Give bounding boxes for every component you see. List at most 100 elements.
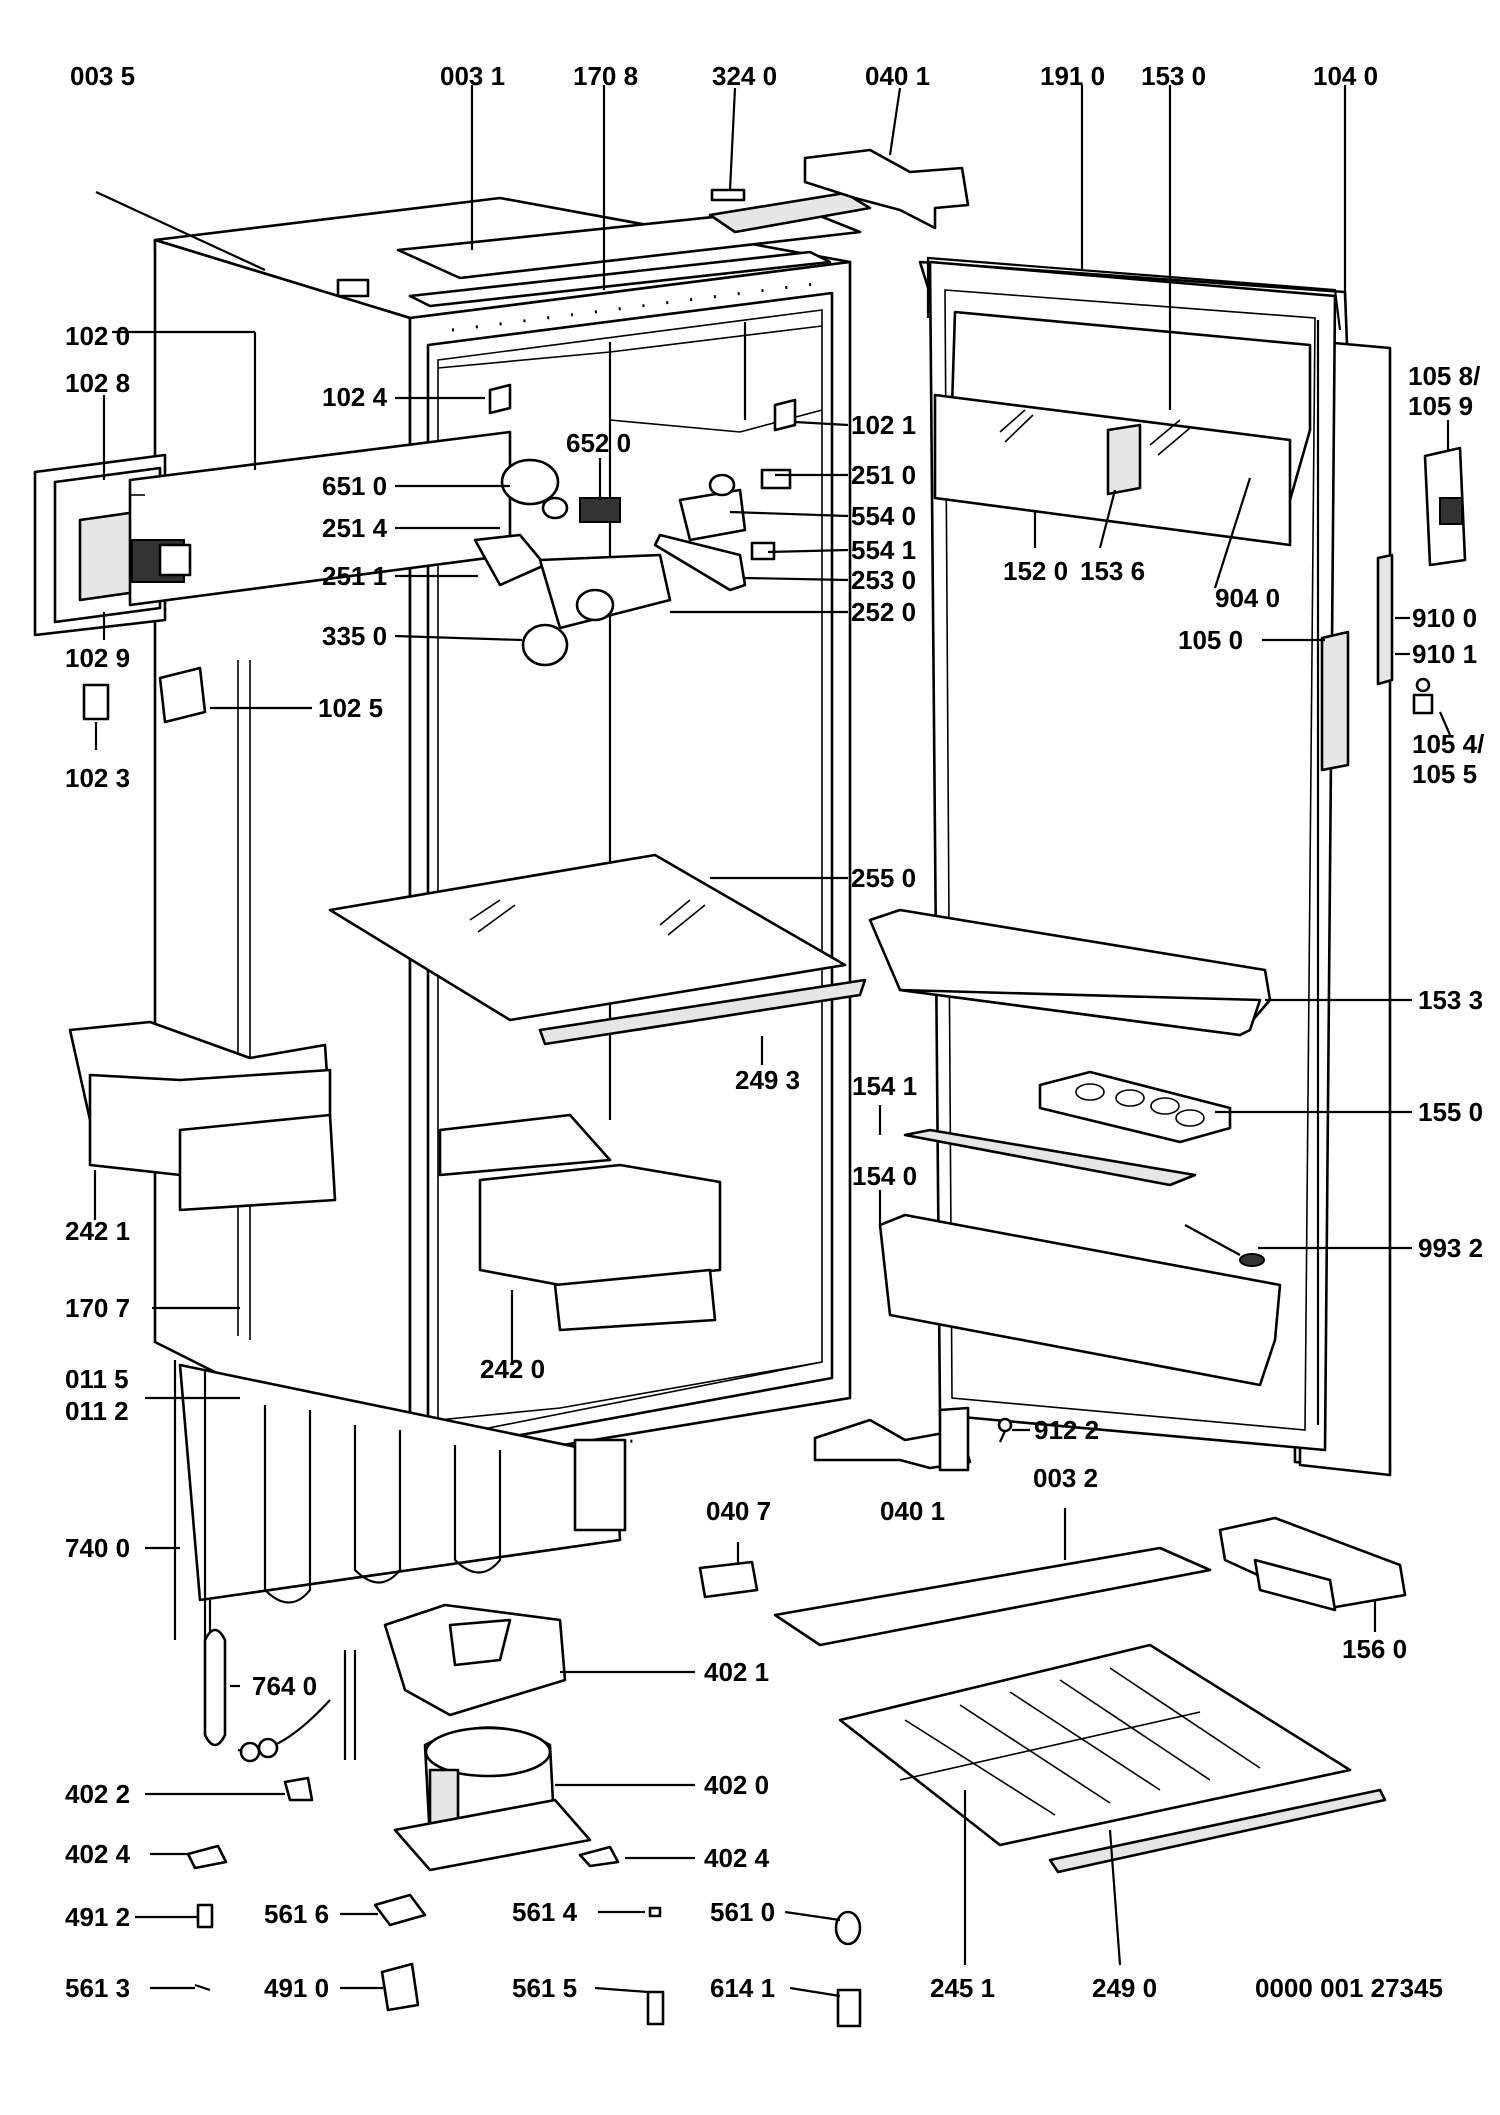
- callout-1021: 102 1: [851, 410, 916, 440]
- part-6141: [836, 1988, 862, 2028]
- control-panel-assembly: [33, 430, 512, 724]
- callout-7640: 764 0: [252, 1671, 317, 1701]
- callout-2520: 252 0: [851, 597, 916, 627]
- part-5616: [373, 1893, 427, 1927]
- capillary-7640: [203, 1600, 331, 1763]
- callout-3350: 335 0: [322, 621, 387, 651]
- latch-9100: [1376, 553, 1394, 686]
- door-assembly: [868, 256, 1392, 1477]
- callout-4910: 491 0: [264, 1973, 329, 2003]
- callout-1708: 170 8: [573, 61, 638, 91]
- compressor-tray: [383, 1603, 567, 1717]
- callout-0031: 003 1: [440, 61, 505, 91]
- small-parts: [186, 1776, 862, 2028]
- callout-1530: 153 0: [1141, 61, 1206, 91]
- callout-1050: 105 0: [1178, 625, 1243, 655]
- callout-6141: 614 1: [710, 1973, 775, 2003]
- callout-9100: 910 0: [1412, 603, 1477, 633]
- clip-1023: [82, 683, 110, 721]
- callout-4022: 402 2: [65, 1779, 130, 1809]
- callout-1560: 156 0: [1342, 1634, 1407, 1664]
- callout-2510: 251 0: [851, 460, 916, 490]
- callout-1028: 102 8: [65, 368, 130, 398]
- callout-1055: 105 5: [1412, 759, 1477, 789]
- part-5613: [194, 1983, 211, 1992]
- callout-5615: 561 5: [512, 1973, 577, 2003]
- callout-5613: 561 3: [65, 1973, 130, 2003]
- callout-0032: 003 2: [1033, 1463, 1098, 1493]
- callout-4024a: 402 4: [65, 1839, 131, 1869]
- callout-5540: 554 0: [851, 501, 916, 531]
- cap-4022: [283, 1776, 314, 1802]
- callout-1029: 102 9: [65, 643, 130, 673]
- callout-6520: 652 0: [566, 428, 631, 458]
- icetray-1560: [1218, 1516, 1407, 1612]
- callout-3240: 324 0: [712, 61, 777, 91]
- top-hinge: [710, 148, 970, 230]
- shelf-trim-2493: [538, 978, 867, 1046]
- callout-1540: 154 0: [852, 1161, 917, 1191]
- part-5614: [648, 1906, 662, 1918]
- callout-4021: 402 1: [704, 1657, 769, 1687]
- callout-2530: 253 0: [851, 565, 916, 595]
- callout-5614: 561 4: [512, 1897, 578, 1927]
- callout-1536: 153 6: [1080, 556, 1145, 586]
- hinge-right-1058: [1423, 446, 1467, 567]
- crisper-2420: [438, 1113, 722, 1332]
- clip-1054: [1412, 677, 1434, 715]
- cabinet-body: [153, 191, 872, 1472]
- callout-6510: 651 0: [322, 471, 387, 501]
- callout-1025: 102 5: [318, 693, 383, 723]
- callout-2514: 251 4: [322, 513, 388, 543]
- callout-1059: 105 9: [1408, 391, 1473, 421]
- callout-labels: 003 5 003 1 170 8 324 0 040 1 191 0 153 …: [65, 61, 1484, 2003]
- base-rail-0032: [773, 1546, 1212, 1647]
- bracket-1025: [158, 666, 207, 724]
- callout-1020: 102 0: [65, 321, 130, 351]
- callout-1023: 102 3: [65, 763, 130, 793]
- callout-1040: 104 0: [1313, 61, 1378, 91]
- callout-4024b: 402 4: [704, 1843, 770, 1873]
- callout-1541: 154 1: [852, 1071, 917, 1101]
- callout-9122: 912 2: [1034, 1415, 1099, 1445]
- callout-0401b: 040 1: [880, 1496, 945, 1526]
- part-4912: [196, 1903, 214, 1929]
- leader-lines: [93, 85, 1452, 1998]
- callout-2420: 242 0: [480, 1354, 545, 1384]
- callout-9101: 910 1: [1412, 639, 1477, 669]
- compressor: [343, 1650, 592, 1872]
- part-5610: [834, 1910, 862, 1946]
- callout-0112: 011 2: [65, 1396, 129, 1426]
- callout-1024: 102 4: [322, 382, 388, 412]
- callout-1910: 191 0: [1040, 61, 1105, 91]
- callout-4912: 491 2: [65, 1902, 130, 1932]
- part-4910: [380, 1962, 420, 2012]
- callout-2490: 249 0: [1092, 1973, 1157, 2003]
- document-id: 0000 001 27345: [1255, 1973, 1443, 2003]
- callout-9932: 993 2: [1418, 1233, 1483, 1263]
- callout-1520: 152 0: [1003, 556, 1068, 586]
- callout-2493: 249 3: [735, 1065, 800, 1095]
- callout-2421: 242 1: [65, 1216, 130, 1246]
- callout-4020: 402 0: [704, 1770, 769, 1800]
- plate-0407: [698, 1560, 759, 1599]
- crisper-2421: [68, 1020, 337, 1212]
- callout-2550: 255 0: [851, 863, 916, 893]
- shelf-trim-2490: [1048, 1788, 1387, 1874]
- condenser-7400: [173, 1360, 627, 1640]
- clip-4024-right: [578, 1845, 620, 1868]
- callout-1707: 170 7: [65, 1293, 130, 1323]
- callout-0035a: 003 5: [70, 61, 135, 91]
- callout-7400: 740 0: [65, 1533, 130, 1563]
- part-5615: [646, 1990, 665, 2026]
- thermostat-light-assembly: [473, 383, 797, 667]
- knob-3350: [521, 623, 569, 667]
- callout-1533: 153 3: [1418, 985, 1483, 1015]
- callout-2451: 245 1: [930, 1973, 995, 2003]
- callout-9040: 904 0: [1215, 583, 1280, 613]
- callout-0407: 040 7: [706, 1496, 771, 1526]
- callout-0115: 011 5: [65, 1364, 129, 1394]
- callout-5616: 561 6: [264, 1899, 329, 1929]
- callout-0401a: 040 1: [865, 61, 930, 91]
